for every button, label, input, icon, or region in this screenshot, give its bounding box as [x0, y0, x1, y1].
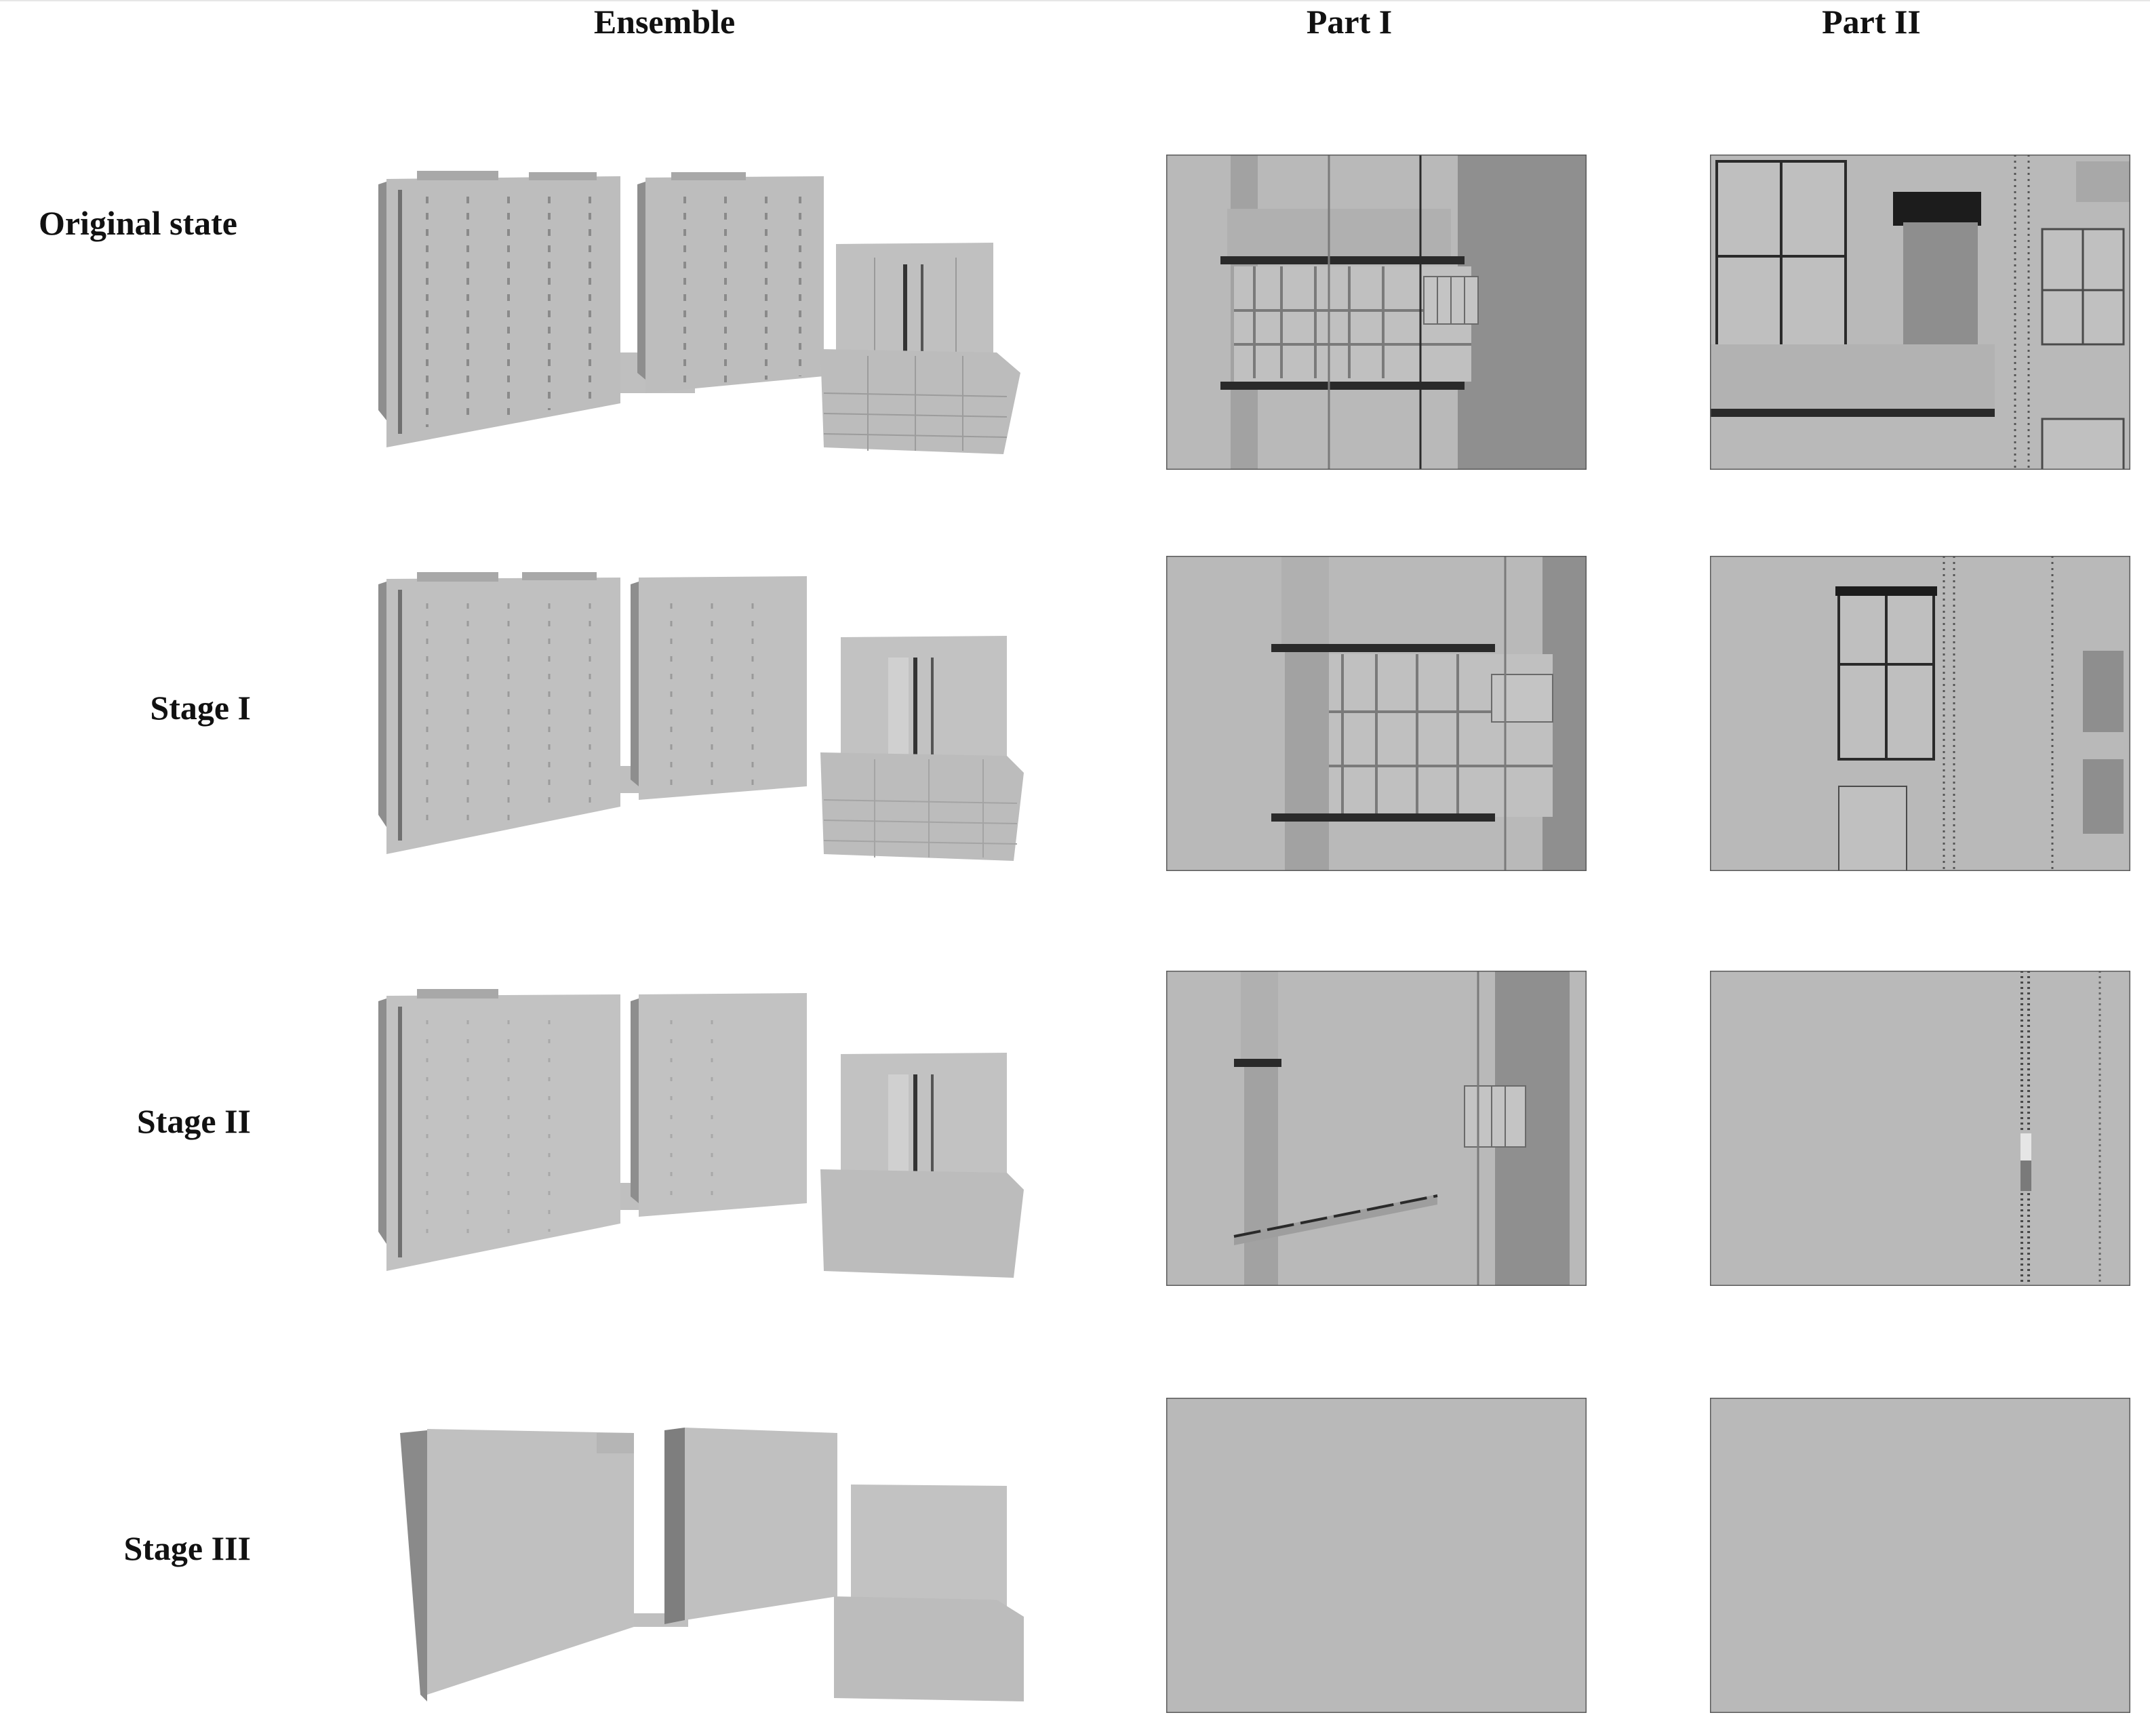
column-header-part-ii: Part II [1822, 3, 1921, 41]
row-label-original-state: Original state [38, 204, 237, 242]
part-ii-stage-iii [1710, 1398, 2130, 1713]
part-ii-original-state [1710, 155, 2130, 470]
row-label-stage-iii: Stage III [123, 1529, 251, 1567]
part-i-original-state [1166, 155, 1587, 470]
top-divider [0, 0, 2150, 1]
ensemble-stage-i [373, 569, 1037, 868]
part-ii-stage-ii [1710, 971, 2130, 1286]
ensemble-stage-ii [373, 986, 1037, 1285]
column-header-part-i: Part I [1306, 3, 1393, 41]
part-i-stage-ii [1166, 971, 1587, 1286]
column-header-ensemble: Ensemble [593, 3, 736, 41]
row-label-stage-i: Stage I [150, 689, 251, 727]
ensemble-original-state [373, 169, 1024, 461]
part-i-stage-iii [1166, 1398, 1587, 1713]
part-ii-stage-i [1710, 556, 2130, 871]
ensemble-stage-iii [400, 1424, 1031, 1722]
row-label-stage-ii: Stage II [136, 1102, 251, 1140]
part-i-stage-i [1166, 556, 1587, 871]
